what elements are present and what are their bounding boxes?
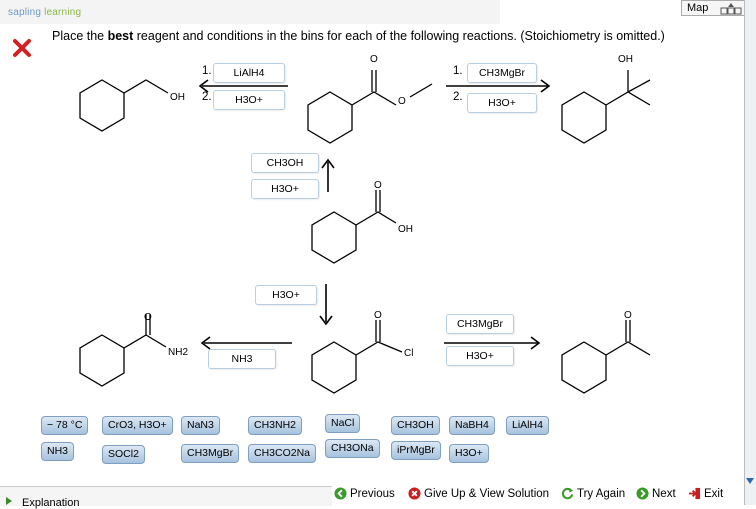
cyclohexylmethanol-structure	[79, 79, 169, 132]
previous-button[interactable]: Previous	[334, 487, 395, 500]
reagent-tile[interactable]: CH3NH2	[248, 416, 303, 435]
o-label: O	[370, 54, 378, 65]
reagent-tile[interactable]: NaCl	[325, 414, 361, 433]
explanation-toggle[interactable]: Explanation	[0, 486, 332, 509]
reaction1-bin1[interactable]: LiAlH4	[213, 63, 285, 83]
reaction1-bin2[interactable]: H3O+	[213, 90, 285, 110]
reaction-scheme: OH O O OH O OH O NH2 O Cl	[79, 54, 651, 394]
reagent-tile[interactable]: NaN3	[181, 416, 220, 435]
acyl-chloride-structure	[311, 320, 403, 394]
try-again-button[interactable]: Try Again	[561, 487, 625, 500]
o-label: O	[624, 310, 632, 321]
step-number: 2.	[202, 91, 212, 103]
step-number: 1.	[202, 65, 212, 77]
reagent-tile[interactable]: iPrMgBr	[391, 441, 441, 460]
reaction3-bin2[interactable]: H3O+	[251, 179, 319, 199]
methyl-ester-structure	[307, 70, 433, 144]
reagent-tile[interactable]: CH3OH	[391, 416, 440, 435]
give-up-button[interactable]: Give Up & View Solution	[408, 487, 549, 500]
tertiary-alcohol-structure	[561, 70, 651, 144]
amide-structure	[79, 314, 167, 387]
reaction2-bin2[interactable]: H3O+	[467, 93, 537, 113]
incorrect-x-icon	[13, 39, 31, 57]
expand-triangle-icon	[6, 497, 12, 505]
oh-label: OH	[398, 224, 413, 235]
reaction6-bin2[interactable]: H3O+	[446, 346, 514, 366]
scroll-down-icon[interactable]	[746, 478, 754, 484]
exit-icon	[688, 487, 701, 500]
reaction4-bin[interactable]: H3O+	[255, 285, 317, 305]
o-label: O	[398, 96, 406, 107]
map-button[interactable]: Map	[681, 0, 747, 16]
o-label: O	[144, 312, 152, 323]
oh-label: OH	[170, 92, 185, 103]
reagent-tile[interactable]: CrO3, H3O+	[102, 416, 173, 435]
reagent-tile[interactable]: H3O+	[449, 444, 489, 463]
reaction6-bin1[interactable]: CH3MgBr	[446, 314, 514, 334]
brand-text: sapling learning	[8, 7, 82, 18]
reagent-tile[interactable]: − 78 °C	[41, 416, 89, 435]
exit-button[interactable]: Exit	[688, 487, 723, 500]
ketone-structure	[561, 320, 651, 394]
reaction3-bin1[interactable]: CH3OH	[251, 153, 319, 173]
step-number: 1.	[453, 65, 463, 77]
sapling-logo: sapling learning	[0, 0, 500, 24]
oh-label: OH	[618, 54, 633, 65]
o-label: O	[374, 180, 382, 191]
bottom-bar: Explanation Previous Give Up & View Solu…	[0, 486, 744, 509]
nh2-label: NH2	[168, 347, 188, 358]
reagent-tile[interactable]: NH3	[41, 442, 75, 461]
carboxylic-acid-structure	[311, 190, 397, 264]
reagent-tile[interactable]: NaBH4	[449, 416, 495, 435]
next-button[interactable]: Next	[636, 487, 676, 500]
reagent-tile[interactable]: LiAlH4	[506, 416, 549, 435]
reagent-tile[interactable]: CH3MgBr	[181, 444, 240, 463]
o-label: O	[374, 310, 382, 321]
refresh-icon	[561, 487, 574, 500]
cl-label: Cl	[404, 348, 413, 359]
reagent-tile[interactable]: CH3ONa	[325, 439, 380, 458]
reaction2-bin1[interactable]: CH3MgBr	[467, 63, 537, 83]
map-icon	[720, 3, 742, 15]
reagent-tile[interactable]: CH3CO2Na	[248, 444, 317, 463]
give-up-icon	[408, 487, 421, 500]
reagent-tile[interactable]: SOCl2	[102, 445, 145, 464]
step-number: 2.	[453, 91, 463, 103]
reaction5-bin[interactable]: NH3	[208, 349, 276, 369]
question-text: Place the best reagent and conditions in…	[52, 29, 665, 43]
next-icon	[636, 487, 649, 500]
previous-icon	[334, 487, 347, 500]
reaction-arrows	[198, 79, 551, 350]
scrollbar[interactable]	[744, 0, 756, 505]
